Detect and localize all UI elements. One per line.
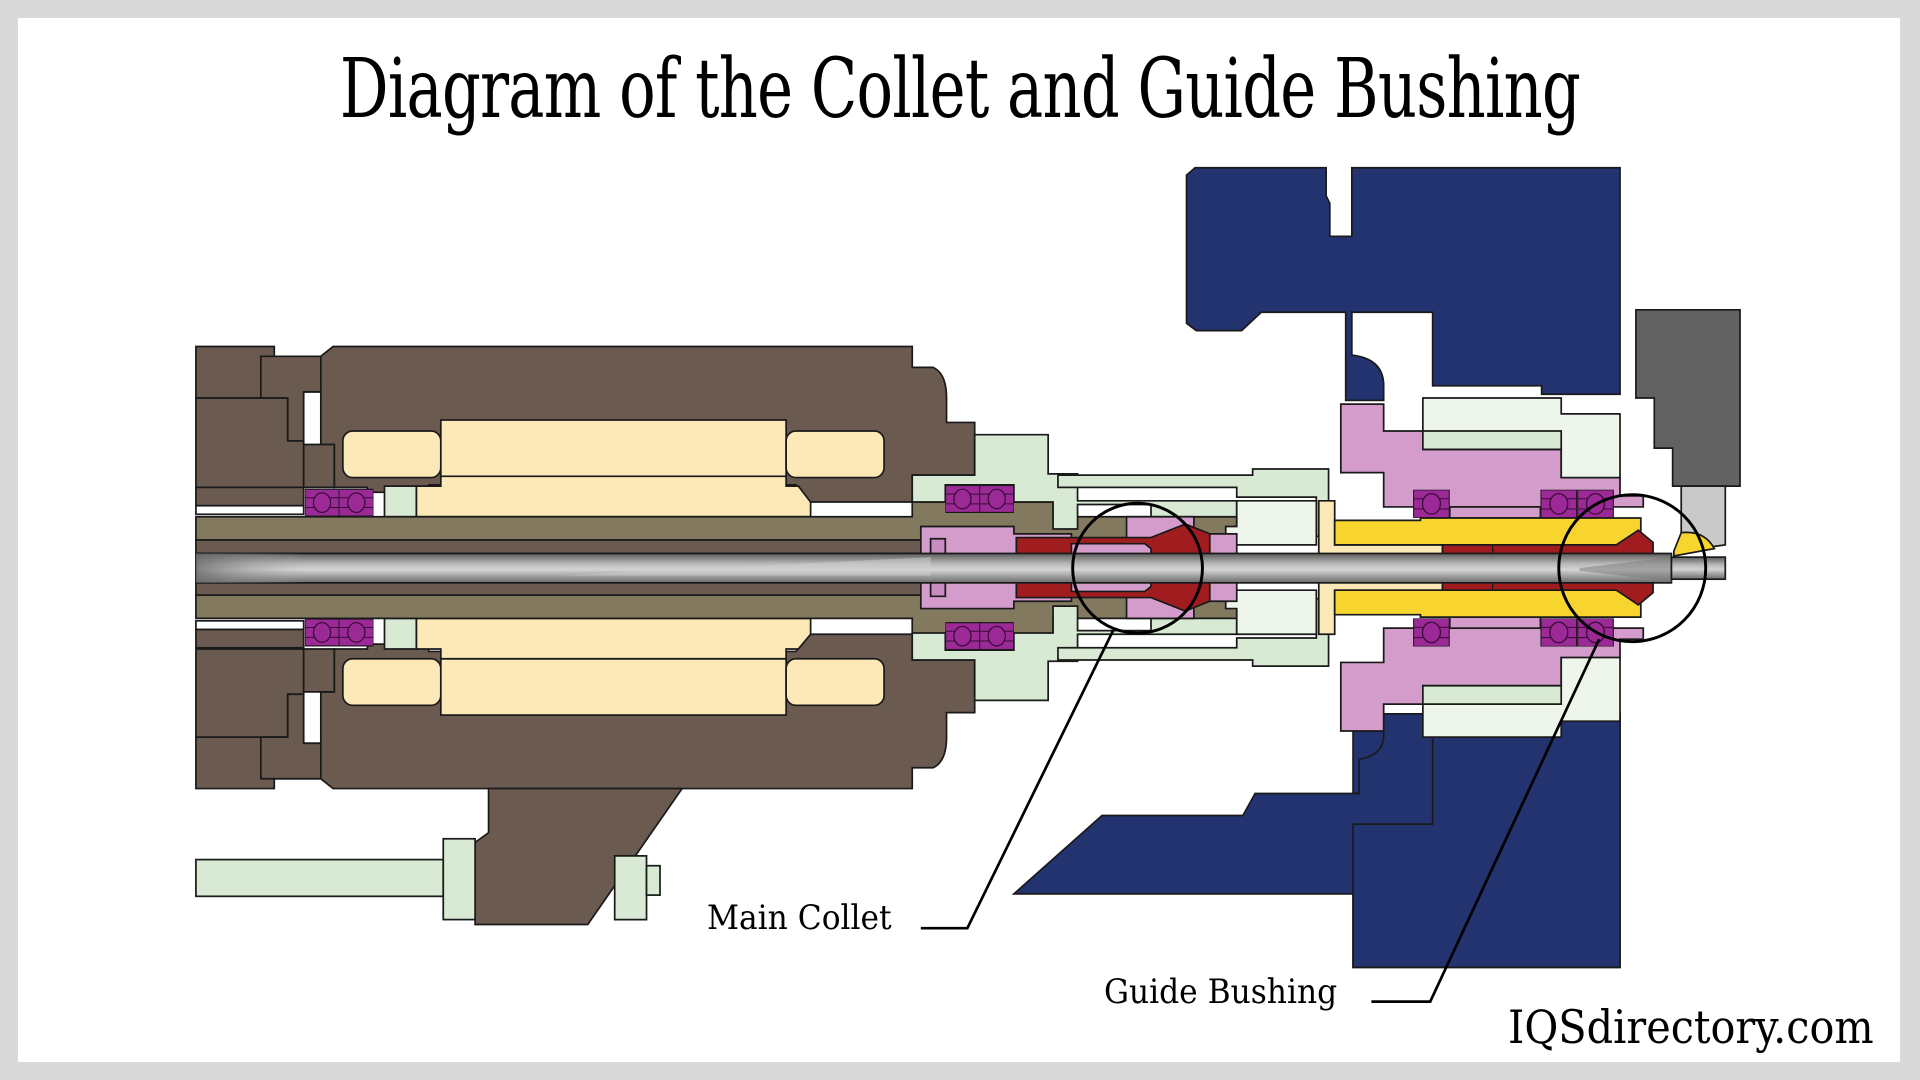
- guide-bushing-label: Guide Bushing: [1104, 972, 1338, 1012]
- guide-bushing-sleeve: [1339, 397, 1645, 739]
- bar-stock: [195, 552, 1727, 584]
- housing-bottom-step: [259, 648, 336, 780]
- bearing: [1540, 618, 1578, 647]
- main-collet-leader-line: [920, 630, 1115, 930]
- guide-bushing-callout-circle: [1557, 493, 1708, 644]
- bearing: [339, 618, 374, 647]
- callouts: [920, 493, 1708, 1003]
- iqsdirectory-watermark: IQSdirectory.com: [1508, 1000, 1874, 1054]
- mounting-rod: [195, 837, 661, 921]
- housing-bracket: [474, 787, 684, 926]
- bearing: [304, 618, 340, 647]
- bearing: [945, 622, 980, 651]
- housing-gap-bottom: [195, 619, 305, 631]
- housing-top-step: [259, 355, 336, 489]
- main-collet-label: Main Collet: [707, 898, 892, 938]
- bearing: [979, 622, 1014, 651]
- guide-bushing-holder: [1011, 166, 1621, 969]
- bearing: [1413, 618, 1450, 647]
- bearing: [979, 484, 1014, 514]
- bearing: [304, 488, 340, 517]
- housing-gap-top: [195, 504, 305, 516]
- diagram-title: Diagram of the Collet and Guide Bushing: [339, 42, 1581, 137]
- main-collet-callout-circle: [1071, 501, 1204, 635]
- cutting-tool: [1635, 308, 1741, 557]
- guide-bushing-leader-line: [1371, 638, 1601, 1003]
- bearing: [1413, 489, 1450, 518]
- bearing: [339, 488, 374, 517]
- bearing: [1540, 489, 1578, 518]
- bearing: [945, 484, 980, 514]
